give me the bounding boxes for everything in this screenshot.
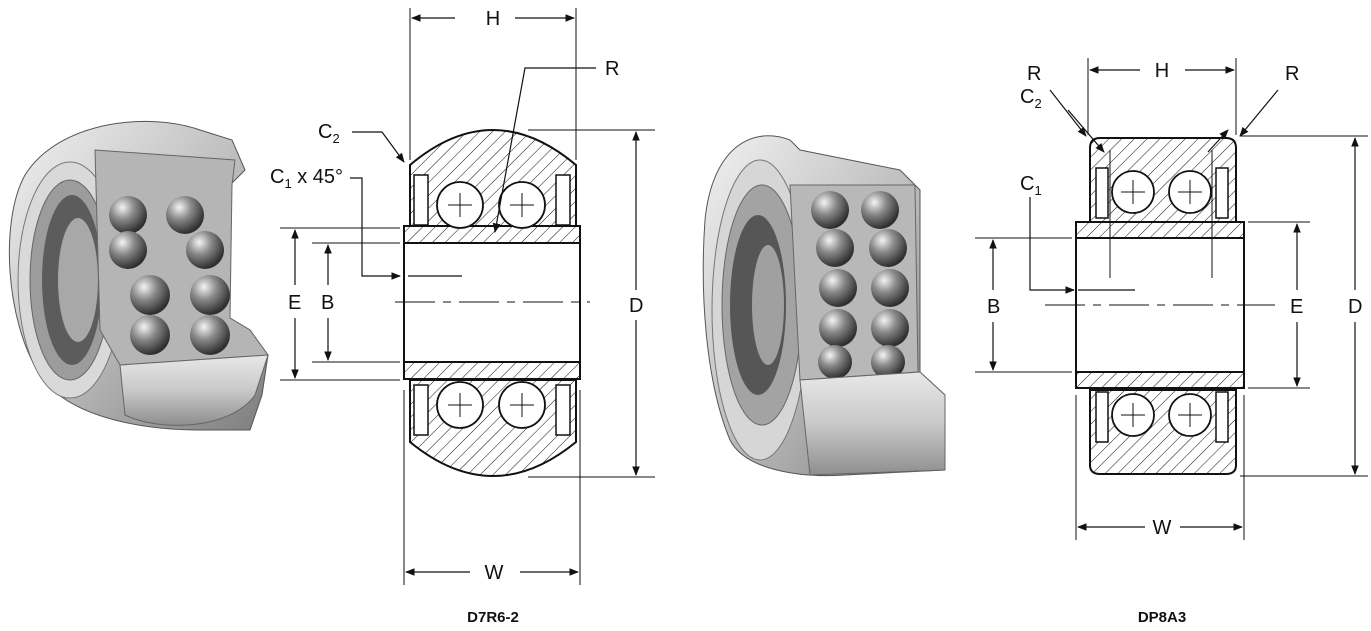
label-e: E [288,292,301,314]
label-h: H [486,8,500,30]
dimensions-dp8a3 [975,58,1368,540]
label-e: E [1290,296,1303,318]
caption-dp8a3: DP8A3 [1138,609,1186,626]
labels-dp8a3: R R H C2 C1 B E D W DP8A3 [987,60,1362,626]
bearing-illustration-d7r6-2 [8,120,269,431]
label-w: W [485,562,504,584]
label-b: B [987,296,1000,318]
label-c2: C2 [318,121,340,146]
label-r-left: R [1027,63,1041,85]
label-h: H [1155,60,1169,82]
bearing-illustration-dp8a3 [702,135,946,477]
dimensions-d7r6-2 [280,8,655,585]
label-w: W [1153,517,1172,539]
label-r-right: R [1285,63,1299,85]
label-d: D [1348,296,1362,318]
label-c1-chamfer: C1 x 45° [270,166,343,191]
label-c1: C1 [1020,173,1042,198]
section-drawing-dp8a3 [1045,137,1275,475]
label-d: D [629,295,643,317]
section-drawing-d7r6-2 [395,129,590,477]
labels-d7r6-2: H R C2 C1 x 45° E B D W D7R6-2 [270,8,643,626]
label-c2: C2 [1020,86,1042,111]
caption-d7r6-2: D7R6-2 [467,609,519,626]
label-r: R [605,58,619,80]
label-b: B [321,292,334,314]
